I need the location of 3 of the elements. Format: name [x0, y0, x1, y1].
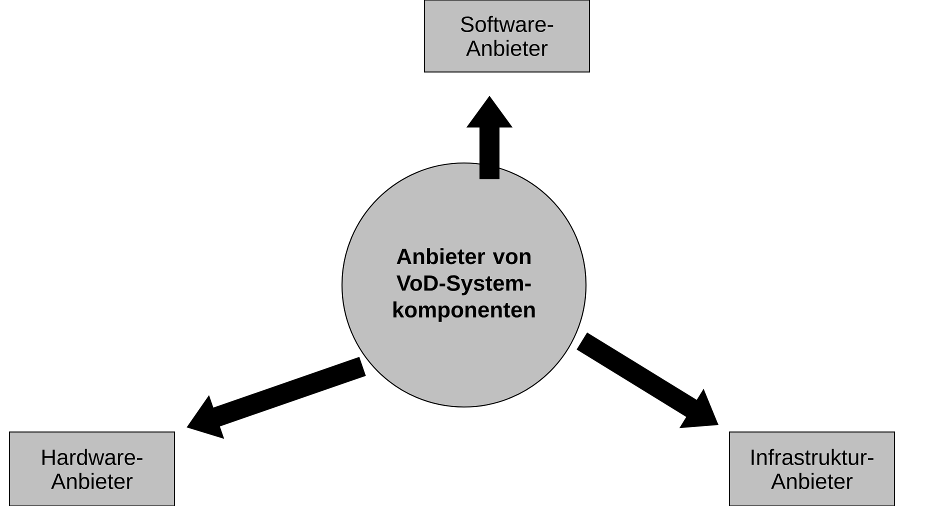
- provider-box: Software- Anbieter: [424, 0, 590, 73]
- provider-box: Infrastruktur- Anbieter: [728, 431, 896, 506]
- provider-box: Hardware- Anbieter: [8, 431, 176, 506]
